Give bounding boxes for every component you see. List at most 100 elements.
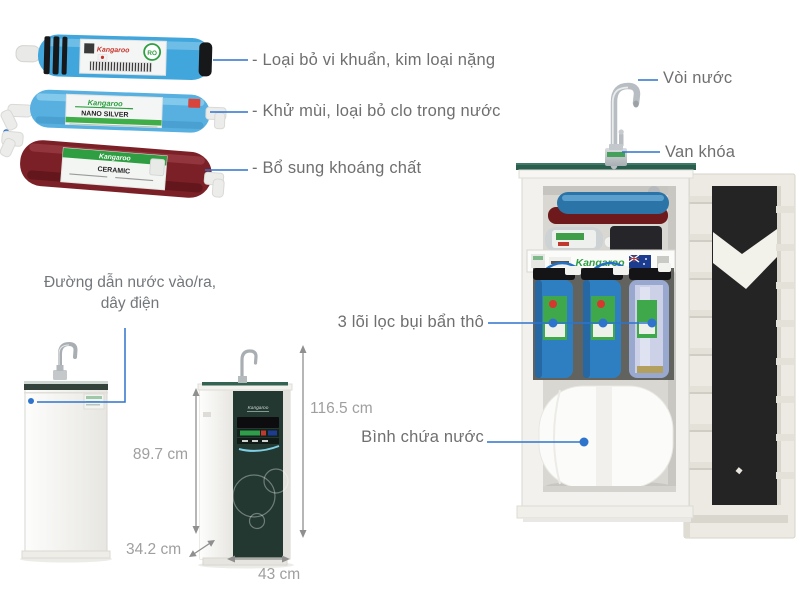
inlet-port-marker	[28, 398, 34, 404]
door-speck	[735, 467, 743, 475]
callout-dot	[647, 318, 657, 328]
front-unit-side-notch	[203, 412, 211, 417]
ro-logo-circle	[143, 43, 162, 61]
callout-dot	[598, 318, 608, 328]
ceramic-fineprint-2	[115, 176, 154, 182]
clear-housing-3	[629, 280, 669, 378]
arrowhead	[189, 550, 197, 557]
cabinet-glass-top	[516, 163, 696, 170]
deco-circle-small	[248, 512, 266, 530]
front-unit-base	[202, 557, 288, 566]
door-rib	[687, 348, 712, 356]
arrowhead	[282, 555, 290, 563]
tank-label: Bình chứa nước	[361, 428, 484, 446]
nano-silver-filter-cartridge: Kangaroo NANO SILVER	[0, 89, 227, 136]
filters-label: 3 lõi lọc bụi bẩn thô	[337, 313, 484, 331]
front-unit-green-panel	[233, 391, 283, 558]
interior-floor	[543, 486, 676, 492]
filter-callout-ceramic: - Bổ sung khoáng chất	[252, 159, 422, 177]
nano-brand-underline	[75, 106, 134, 110]
side-unit-top-line	[24, 392, 108, 394]
housing-cap-2	[581, 268, 623, 280]
housing-label-logo	[597, 300, 605, 308]
callout-lines	[37, 59, 660, 447]
sticker-text-line	[86, 404, 100, 406]
flag-star	[643, 263, 645, 265]
door-rib-line	[687, 430, 712, 432]
arrowhead	[227, 555, 235, 563]
ro-end-cap	[198, 42, 213, 77]
front-brand-underline	[247, 411, 269, 412]
blue-housing-2	[583, 280, 621, 378]
side-faucet-collar	[56, 365, 64, 371]
cabinet-base-shadow	[523, 518, 691, 522]
ro-ring-3	[61, 36, 68, 75]
nano-brand-text: Kangaroo	[88, 98, 124, 108]
shutoff-valve	[607, 152, 625, 157]
housing-label-white	[545, 324, 565, 337]
deco-circle-large	[232, 474, 276, 518]
door-rib-line	[687, 240, 712, 242]
arrowhead	[192, 388, 200, 396]
strip-dash	[242, 440, 248, 442]
door-rib	[776, 358, 794, 365]
flag-star	[645, 258, 647, 260]
flag-cross	[629, 255, 639, 262]
tank-endcap-line	[553, 389, 561, 485]
door-rib-line	[687, 468, 712, 470]
note-line-2: dây điện	[100, 295, 160, 312]
side-unit-top-band	[24, 384, 108, 390]
faucet-collar	[609, 144, 623, 150]
ro-ring-2	[52, 36, 60, 75]
white-fitting-1	[565, 266, 581, 275]
ceramic-fineprint-1	[69, 173, 108, 178]
white-fitting-2	[613, 266, 629, 275]
side-faucet-pipe	[58, 341, 78, 378]
door-bottom-rib	[690, 515, 788, 523]
bar-sticker-1-mark	[533, 256, 543, 260]
ro-filter-cartridge: Kangaroo RO	[15, 34, 213, 81]
interior-components	[545, 186, 669, 254]
door-rib	[776, 206, 794, 213]
door-rib	[687, 272, 712, 280]
cabinet-faucet	[605, 82, 641, 170]
door-rib	[776, 244, 794, 251]
water-storage-tank	[538, 385, 674, 491]
front-swoosh	[238, 445, 280, 452]
arrowhead	[299, 530, 307, 538]
ro-ring-1	[43, 36, 51, 75]
blue-tank-sheen	[562, 195, 664, 201]
door-panel-edge	[777, 186, 781, 505]
ro-barcode	[89, 61, 153, 73]
door-ribs-right	[776, 206, 794, 479]
nano-left-elbow	[0, 109, 18, 131]
filter-callout-ro: - Loại bỏ vi khuẩn, kim loại nặng	[252, 51, 496, 69]
cabinet-door	[683, 173, 796, 539]
note-water-lines: Đường dẫn nước vào/ra, dây điện	[20, 272, 240, 314]
blue-housing-1	[535, 280, 573, 378]
housing-label-logo	[549, 300, 557, 308]
front-unit-right-trim	[283, 389, 290, 559]
callout-dot	[548, 318, 558, 328]
depth-34-label: 34.2 cm	[126, 541, 182, 558]
nano-green-band	[65, 116, 162, 126]
door-rib	[776, 320, 794, 327]
front-view-unit: Kangaroo	[197, 349, 294, 569]
faucet-tip	[633, 100, 639, 108]
housing-label-white	[593, 324, 613, 337]
cabinet-open: Kangaroo	[516, 82, 796, 539]
strip-dash	[252, 440, 258, 442]
valve-pin-cap	[618, 129, 624, 135]
door-chevron	[713, 229, 777, 289]
nano-right-elbow	[214, 112, 226, 130]
ceramic-type-text: CERAMIC	[97, 166, 130, 176]
sticker-green-line	[86, 396, 102, 399]
door-rib	[687, 310, 712, 318]
front-faucet-base	[238, 376, 247, 383]
door-black-panel	[712, 186, 777, 505]
pump-label-red	[558, 242, 569, 246]
door-rib-line	[687, 278, 712, 280]
door-rib-line	[687, 316, 712, 318]
arrowhead	[192, 526, 200, 534]
